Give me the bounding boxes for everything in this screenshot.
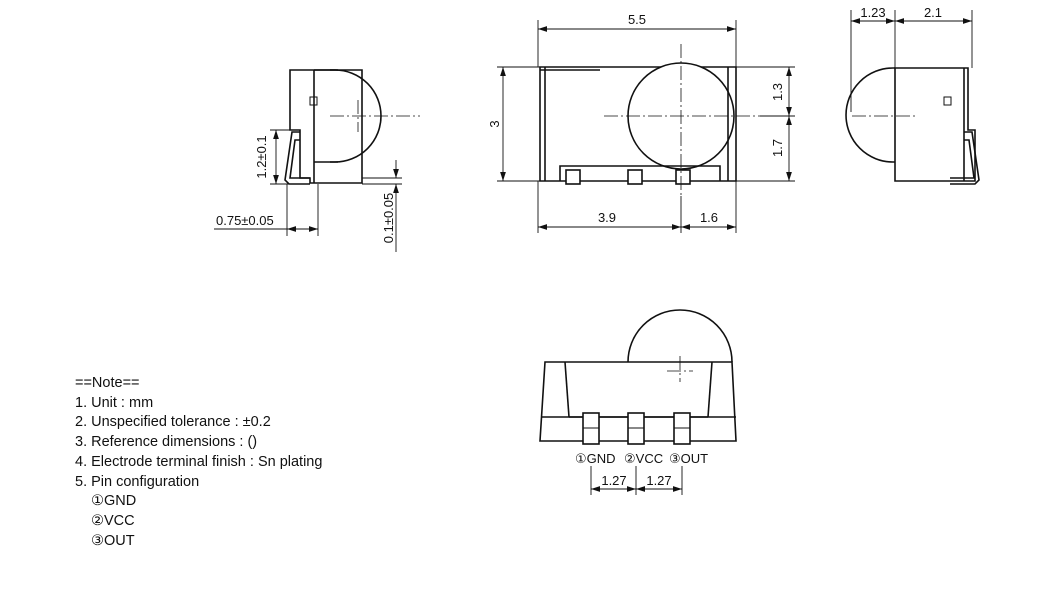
note-pin-configuration: 5. Pin configuration bbox=[75, 473, 200, 490]
total-length-dimension: 5.5 bbox=[628, 12, 646, 27]
upper-height-dimension: 1.3 bbox=[770, 83, 785, 101]
pin-pitch-dimension-2: 1.27 bbox=[646, 473, 671, 488]
front-view: 5.5 3 1.3 1.7 3.9 1.6 bbox=[487, 12, 795, 233]
notes-block: ==Note== 1. Unit : mm 2. Unspecified tol… bbox=[75, 374, 395, 551]
lead-height-dimension: 1.2±0.1 bbox=[254, 135, 269, 178]
bottom-view: ①GND ②VCC ③OUT 1.27 1.27 bbox=[539, 309, 737, 495]
note-tolerance: 2. Unspecified tolerance : ±0.2 bbox=[75, 414, 271, 431]
pin-pitch-dimension-1: 1.27 bbox=[601, 473, 626, 488]
right-side-view: 1.23 2.1 bbox=[845, 5, 980, 185]
note-pin-out: ③OUT bbox=[91, 532, 135, 549]
notes-header: ==Note== bbox=[75, 375, 140, 391]
right-dimension-1: 1.23 bbox=[860, 5, 885, 20]
note-unit: 1. Unit : mm bbox=[75, 394, 154, 411]
note-reference-dimensions: 3. Reference dimensions : () bbox=[75, 434, 258, 451]
pin-label-out: ③OUT bbox=[669, 451, 708, 466]
lower-height-dimension: 1.7 bbox=[770, 139, 785, 157]
left-side-view: 1.2±0.1 0.75±0.05 0.1±0.05 bbox=[214, 69, 420, 252]
lens-offset-dimension: 3.9 bbox=[598, 210, 616, 225]
note-pin-gnd: ①GND bbox=[91, 493, 137, 510]
pin-label-vcc: ②VCC bbox=[624, 451, 663, 466]
pin-label-gnd: ①GND bbox=[575, 451, 616, 466]
lead-offset-dimension: 0.75±0.05 bbox=[216, 213, 274, 228]
note-terminal-finish: 4. Electrode terminal finish : Sn platin… bbox=[75, 453, 323, 470]
height-dimension: 3 bbox=[487, 120, 502, 127]
note-pin-vcc: ②VCC bbox=[91, 512, 135, 529]
standoff-dimension: 0.1±0.05 bbox=[381, 193, 396, 244]
right-dimension-2: 2.1 bbox=[924, 5, 942, 20]
lens-span-dimension: 1.6 bbox=[700, 210, 718, 225]
